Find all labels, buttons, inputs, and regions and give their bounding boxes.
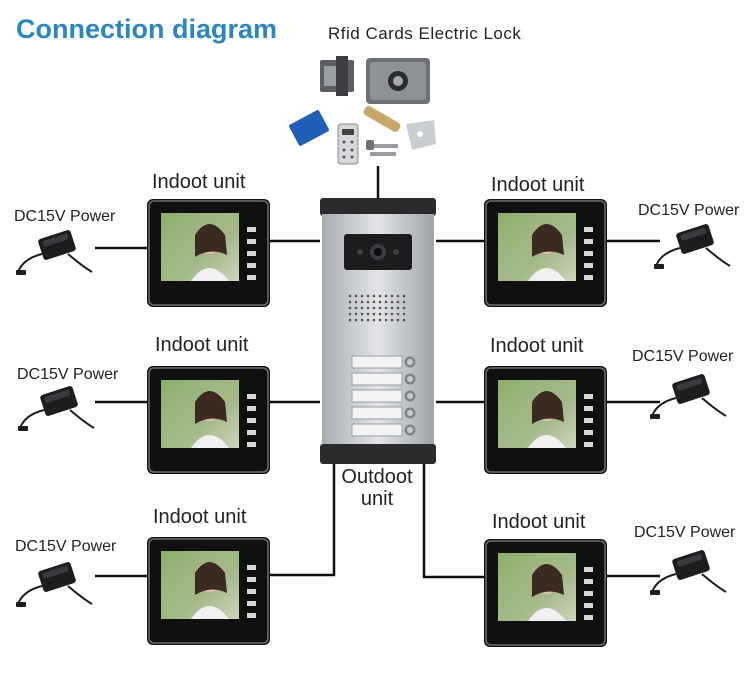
electric-lock-icon: [366, 58, 430, 104]
power-adapter-left-3-icon: [15, 560, 93, 608]
lock-cylinder-keys-icon: [363, 106, 401, 156]
outdoor-unit: [320, 198, 436, 464]
power-adapter-right-3-icon: [649, 548, 727, 596]
indoor-unit-label-right-1: Indoot unit: [491, 174, 585, 196]
indoor-unit-label-right-3: Indoot unit: [492, 511, 586, 533]
lock-bracket-icon: [320, 56, 354, 96]
power-label-left-2: DC15V Power: [17, 366, 119, 383]
wire-indoor-right-3: [422, 464, 484, 579]
indoor-unit-label-left-1: Indoot unit: [152, 171, 246, 193]
indoor-unit-label-right-2: Indoot unit: [490, 335, 584, 357]
key-fob-icon: [406, 120, 436, 150]
speaker-grille-icon: [348, 294, 406, 322]
power-adapter-right-2-icon: [649, 372, 727, 420]
indoor-monitor-right-3: [484, 539, 607, 647]
indoor-monitor-left-2: [147, 366, 270, 474]
rfid-card-icon: [289, 110, 329, 146]
diagram-title: Connection diagram: [16, 14, 278, 44]
indoor-unit-label-left-3: Indoot unit: [153, 506, 247, 528]
outdoor-unit-label: Outdoot unit: [341, 466, 413, 510]
power-adapter-left-2-icon: [17, 384, 95, 432]
power-label-right-2: DC15V Power: [632, 348, 734, 365]
power-label-left-1: DC15V Power: [14, 208, 116, 225]
remote-control-icon: [337, 123, 359, 165]
power-label-right-1: DC15V Power: [638, 202, 740, 219]
indoor-monitor-left-3: [147, 537, 270, 645]
lock-kit-label: Rfid Cards Electric Lock: [328, 24, 522, 43]
wire-indoor-left-3: [268, 464, 336, 577]
power-adapter-left-1-icon: [15, 228, 93, 276]
rfid-lock-kit-image: [289, 56, 436, 165]
power-adapter-right-1-icon: [653, 222, 731, 270]
power-label-right-3: DC15V Power: [634, 524, 736, 541]
indoor-monitor-right-1: [484, 199, 607, 307]
indoor-monitor-left-1: [147, 199, 270, 307]
power-label-left-3: DC15V Power: [15, 538, 117, 555]
call-buttons: [351, 355, 416, 437]
indoor-monitor-right-2: [484, 366, 607, 474]
indoor-unit-label-left-2: Indoot unit: [155, 334, 249, 356]
camera-module-icon: [344, 234, 412, 270]
